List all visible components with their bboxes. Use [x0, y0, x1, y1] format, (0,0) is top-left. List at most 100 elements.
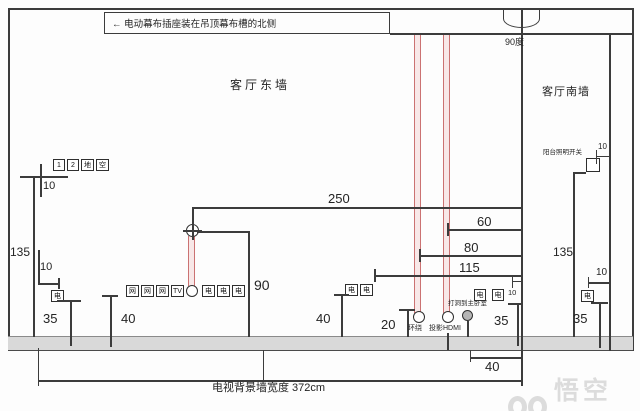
dim-line	[447, 333, 449, 350]
dim-tick	[573, 172, 586, 174]
annotation-text: ← 电动幕布插座装在吊顶幕布槽的北侧	[112, 19, 277, 30]
dim-115: 115	[459, 260, 480, 275]
outlet-box-power: 电	[232, 285, 245, 297]
south-wall-line	[609, 33, 611, 351]
dim-mid-40: 40	[316, 311, 331, 326]
dim-left-10-top: 10	[43, 180, 56, 192]
dim-line-60	[447, 229, 522, 231]
outlet-label: 网	[159, 288, 166, 295]
outlet-label: 网	[144, 288, 151, 295]
outlet-label: 电	[363, 287, 370, 294]
dim-20: 20	[381, 317, 396, 332]
outlet-box-power: 电	[360, 284, 373, 296]
dim-tv-height-90: 90	[254, 277, 270, 293]
dim-line	[599, 302, 601, 348]
outlet-box-power: 电	[217, 285, 230, 297]
dim-tick	[521, 350, 523, 386]
outlet-label: 空	[99, 162, 106, 169]
dim-right-10-top: 10	[598, 142, 607, 151]
dim-left-35: 35	[43, 311, 58, 326]
floor-strip	[8, 336, 633, 351]
watermark-text: 悟空问答	[553, 377, 612, 405]
dim-line-250	[192, 207, 522, 209]
dim-tick	[57, 300, 81, 302]
dim-60: 60	[477, 214, 492, 229]
right-border	[632, 8, 634, 351]
dim-tick	[512, 277, 514, 288]
dim-line	[517, 303, 519, 346]
outlet-box-tv: TV	[171, 285, 184, 297]
ceiling-line	[390, 33, 633, 35]
cable-pair-tv	[188, 236, 195, 286]
dim-line-135-right	[573, 172, 575, 337]
outlet-box-lan: 网	[156, 285, 169, 297]
port-projector-label: 投影HDMI	[429, 325, 461, 332]
outlet-box-2: 2	[67, 159, 79, 171]
dim-tick	[38, 348, 40, 386]
corner-wall-line	[521, 8, 523, 351]
dim-line	[70, 300, 72, 346]
outlet-box-power: 电	[492, 289, 504, 301]
dim-tick	[197, 231, 248, 233]
outlet-label: 电	[494, 292, 502, 299]
dim-tick	[470, 350, 472, 362]
dim-tick	[38, 283, 59, 285]
cable-hole-tv	[186, 285, 198, 297]
outlet-label: 电	[235, 288, 242, 295]
dim-line-135-left	[33, 176, 35, 337]
dim-left-10-low: 10	[40, 261, 53, 273]
outlet-box-balcony-switch	[586, 158, 600, 172]
angle-label: 90度	[505, 37, 525, 47]
cable-pair-surround	[414, 34, 421, 313]
corner-angle-arc	[503, 9, 540, 28]
outlet-label: 电	[584, 293, 591, 300]
outlet-label: TV	[173, 287, 182, 295]
dim-line	[407, 309, 409, 337]
drill-hole-label: 打洞到主卧室	[448, 300, 487, 307]
dim-line-bottom-width	[38, 380, 522, 382]
outlet-box-power: 电	[202, 285, 215, 297]
dim-left-40: 40	[121, 311, 136, 326]
dim-line	[38, 250, 40, 284]
port-projector	[442, 311, 454, 323]
watermark-logo-icon	[508, 396, 527, 411]
dim-left-135: 135	[10, 245, 31, 259]
crosshair-symbol	[192, 221, 194, 240]
cable-pair-projector	[443, 34, 450, 313]
outlet-label: 电	[476, 292, 484, 299]
watermark: 悟空问答	[508, 371, 640, 411]
dim-right-10-low: 10	[596, 267, 608, 278]
dim-right-135: 135	[553, 245, 574, 259]
dim-tick	[508, 303, 522, 305]
dim-line-115	[374, 275, 522, 277]
dim-tick	[58, 278, 60, 289]
dim-80: 80	[464, 240, 479, 255]
outlet-box-ground: 地	[81, 159, 94, 171]
south-wall-label: 客厅南墙	[542, 86, 590, 98]
outlet-box-spare: 空	[96, 159, 109, 171]
bottom-width-label: 电视背景墙宽度 372cm	[212, 382, 326, 394]
port-surround-label: 环绕	[408, 325, 422, 332]
outlet-label: 电	[205, 288, 212, 295]
outlet-box-power-left: 电	[51, 290, 64, 302]
dim-line-80	[419, 255, 522, 257]
dim-tick	[263, 350, 265, 381]
dim-mid-35: 35	[494, 313, 509, 328]
dim-bottom-40: 40	[485, 359, 500, 374]
dim-line	[40, 164, 42, 197]
dim-line	[341, 294, 343, 337]
dim-tick	[596, 156, 610, 158]
left-border	[8, 8, 10, 351]
dim-250: 250	[328, 191, 350, 206]
east-wall-label: 客厅东墙	[230, 78, 291, 92]
port-surround	[413, 311, 425, 323]
port-drill-hole	[462, 310, 473, 321]
outlet-label: 网	[129, 288, 136, 295]
outlet-box-lan: 网	[126, 285, 139, 297]
dim-line	[192, 208, 194, 226]
outlet-label: 2	[71, 161, 75, 169]
dim-line	[467, 321, 469, 337]
outlet-label: 电	[220, 288, 227, 295]
dim-tick	[20, 176, 68, 178]
